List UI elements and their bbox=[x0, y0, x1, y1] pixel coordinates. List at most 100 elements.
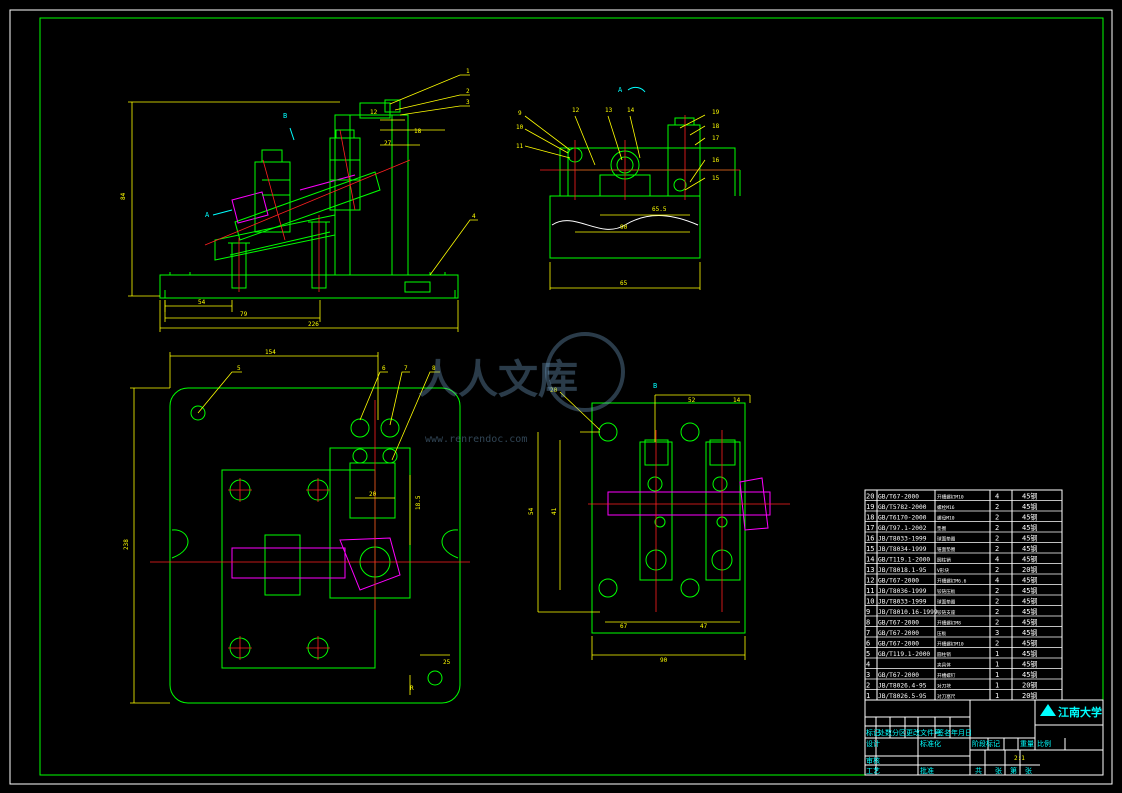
parts-cell-name: 开槽螺钉M8 bbox=[937, 620, 961, 627]
parts-cell-no: 19 bbox=[866, 503, 874, 511]
parts-cell-std: GB/T119.1-2000 bbox=[878, 557, 930, 564]
parts-cell-std: JB/T8026.4-95 bbox=[878, 683, 927, 690]
balloon-4: 4 bbox=[472, 213, 476, 220]
parts-cell-name: V形块 bbox=[937, 567, 949, 574]
tb-h0: 标记 bbox=[866, 728, 880, 737]
parts-cell-mat: 45钢 bbox=[1022, 513, 1037, 522]
parts-cell-qty: 2 bbox=[995, 514, 999, 522]
parts-cell-std: JB/T8026.5-95 bbox=[878, 693, 927, 700]
dim-18: 18 bbox=[414, 128, 422, 135]
balloon-12: 12 bbox=[572, 107, 580, 114]
parts-cell-qty: 2 bbox=[995, 608, 999, 616]
dim-47: 47 bbox=[700, 623, 708, 630]
dim-226: 226 bbox=[308, 321, 319, 328]
tb-r4-1: 批准 bbox=[920, 766, 934, 775]
balloon-17: 17 bbox=[712, 135, 720, 142]
dim-20: 20 bbox=[369, 491, 377, 498]
parts-cell-no: 4 bbox=[866, 661, 870, 669]
tb-r3-0: 审核 bbox=[866, 756, 880, 765]
parts-cell-name: 铰链支座 bbox=[937, 609, 956, 616]
parts-cell-mat: 45钢 bbox=[1022, 523, 1037, 532]
tb-r2-3: 重量 bbox=[1020, 740, 1034, 748]
parts-cell-mat: 45钢 bbox=[1022, 660, 1037, 669]
parts-cell-std: JB/T8034-1999 bbox=[878, 546, 927, 553]
parts-cell-mat: 45钢 bbox=[1022, 597, 1037, 606]
parts-cell-name: 螺母M10 bbox=[937, 515, 955, 522]
parts-cell-qty: 1 bbox=[995, 671, 999, 679]
parts-cell-no: 1 bbox=[866, 692, 870, 700]
outer-border bbox=[9, 9, 1113, 785]
parts-cell-no: 5 bbox=[866, 650, 870, 658]
parts-cell-no: 10 bbox=[866, 598, 874, 606]
parts-cell-std: GB/T67-2000 bbox=[878, 672, 919, 679]
tb-r4-5: 张 bbox=[1025, 766, 1032, 775]
parts-cell-qty: 2 bbox=[995, 619, 999, 627]
balloon-15: 15 bbox=[712, 175, 720, 182]
dim-41: 41 bbox=[551, 507, 558, 515]
parts-cell-no: 15 bbox=[866, 545, 874, 553]
parts-cell-qty: 2 bbox=[995, 598, 999, 606]
parts-cell-no: 2 bbox=[866, 682, 870, 690]
dim-27: 27 bbox=[384, 140, 392, 147]
parts-cell-no: 16 bbox=[866, 535, 874, 543]
parts-cell-name: 开槽螺钉M10 bbox=[937, 641, 964, 648]
parts-cell-std: GB/T5782-2000 bbox=[878, 504, 927, 511]
dim-r: R bbox=[410, 685, 414, 692]
parts-cell-qty: 2 bbox=[995, 640, 999, 648]
parts-cell-mat: 45钢 bbox=[1022, 586, 1037, 595]
parts-cell-qty: 4 bbox=[995, 556, 999, 564]
tb-r2-4: 比例 bbox=[1037, 739, 1051, 748]
parts-cell-mat: 45钢 bbox=[1022, 639, 1037, 648]
dim-238: 238 bbox=[123, 539, 130, 550]
parts-cell-name: 开槽螺钉M10 bbox=[937, 494, 964, 501]
parts-cell-mat: 45钢 bbox=[1022, 649, 1037, 658]
tb-r2-1: 标准化 bbox=[920, 739, 941, 748]
view-label-b: B bbox=[283, 112, 287, 120]
balloon-5: 5 bbox=[237, 365, 241, 372]
parts-cell-name: 对刀塞尺 bbox=[937, 693, 956, 700]
side-view: 65.5 90 65 A bbox=[524, 86, 741, 290]
parts-cell-name: 球面垫圈 bbox=[937, 599, 956, 606]
balloon-1: 1 bbox=[466, 68, 470, 75]
parts-cell-mat: 20钢 bbox=[1022, 691, 1037, 700]
dim-67: 67 bbox=[620, 623, 628, 630]
parts-cell-no: 17 bbox=[866, 524, 874, 532]
parts-cell-std: GB/T6170-2000 bbox=[878, 515, 927, 522]
balloon-9: 9 bbox=[518, 110, 522, 117]
front-view: 84 54 79 226 18 27 12 B A bbox=[120, 74, 478, 332]
parts-cell-qty: 2 bbox=[995, 587, 999, 595]
parts-cell-std: JB/T8033-1999 bbox=[878, 599, 927, 606]
parts-cell-no: 11 bbox=[866, 587, 874, 595]
tb-h3: 更改文件号 bbox=[906, 728, 941, 737]
arrow-label-a: A bbox=[205, 211, 210, 219]
dim-65-5: 65.5 bbox=[652, 206, 667, 213]
dim-18-5: 18.5 bbox=[415, 495, 422, 510]
balloon-7: 7 bbox=[404, 365, 408, 372]
logo-text: 江南大学 bbox=[1058, 705, 1102, 719]
parts-cell-mat: 45钢 bbox=[1022, 534, 1037, 543]
parts-cell-mat: 45钢 bbox=[1022, 607, 1037, 616]
parts-cell-std: GB/T119.1-2000 bbox=[878, 651, 930, 658]
dim-height: 84 bbox=[120, 192, 127, 200]
parts-cell-name: 开槽螺钉M6.6 bbox=[937, 578, 967, 585]
title-block: 江南大学 标记 处数 分区 更改文件号 签名 年月日 设计 标准化 阶段标记 重… bbox=[864, 699, 1104, 776]
tb-h1: 处数 bbox=[878, 728, 892, 737]
parts-cell-no: 9 bbox=[866, 608, 870, 616]
parts-cell-qty: 3 bbox=[995, 629, 999, 637]
parts-cell-qty: 2 bbox=[995, 524, 999, 532]
parts-cell-name: 对刀块 bbox=[937, 683, 951, 690]
balloon-3: 3 bbox=[466, 99, 470, 106]
parts-cell-no: 3 bbox=[866, 671, 870, 679]
parts-cell-std: JB/T8010.16-1999 bbox=[878, 609, 938, 616]
part-balloons: 1 2 3 4 5 6 7 8 9 10 11 12 13 14 15 16 1… bbox=[237, 68, 720, 394]
parts-cell-qty: 2 bbox=[995, 566, 999, 574]
tb-r2-2: 阶段标记 bbox=[972, 739, 1000, 748]
dim-12: 12 bbox=[370, 109, 378, 116]
tb-r4-4: 第 bbox=[1010, 766, 1017, 775]
parts-cell-std: GB/T67-2000 bbox=[878, 630, 919, 637]
parts-cell-qty: 4 bbox=[995, 577, 999, 585]
dim-54b: 54 bbox=[528, 507, 535, 515]
balloon-20: 20 bbox=[550, 387, 558, 394]
dim-25: 25 bbox=[443, 659, 451, 666]
